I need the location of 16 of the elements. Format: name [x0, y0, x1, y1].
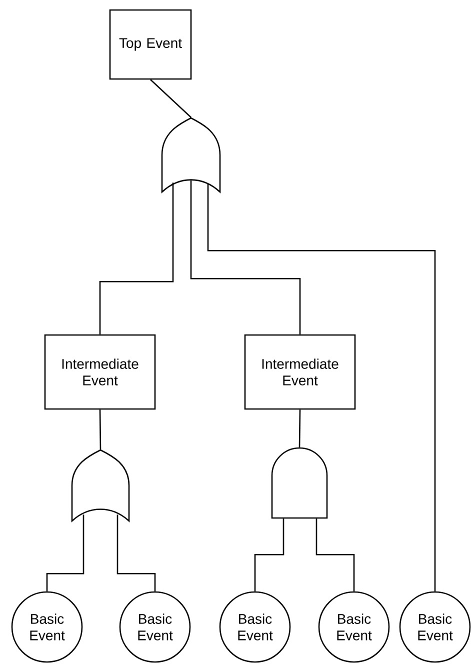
connector-line	[316, 518, 355, 592]
connector-line	[99, 182, 174, 334]
connector-line	[116, 514, 156, 592]
event-box: Intermediate Event	[44, 334, 156, 410]
connector-line	[207, 184, 436, 592]
connector-line	[254, 518, 284, 592]
or-gate	[71, 449, 130, 522]
event-box: Intermediate Event	[244, 334, 356, 410]
connector-line	[46, 514, 84, 592]
event-box: Top Event	[109, 9, 192, 80]
or-gate	[161, 117, 221, 193]
connector-line	[190, 180, 301, 334]
connector-line	[99, 410, 102, 450]
connector-line	[150, 79, 192, 118]
and-gate	[271, 447, 328, 519]
connector-line	[298, 410, 301, 448]
